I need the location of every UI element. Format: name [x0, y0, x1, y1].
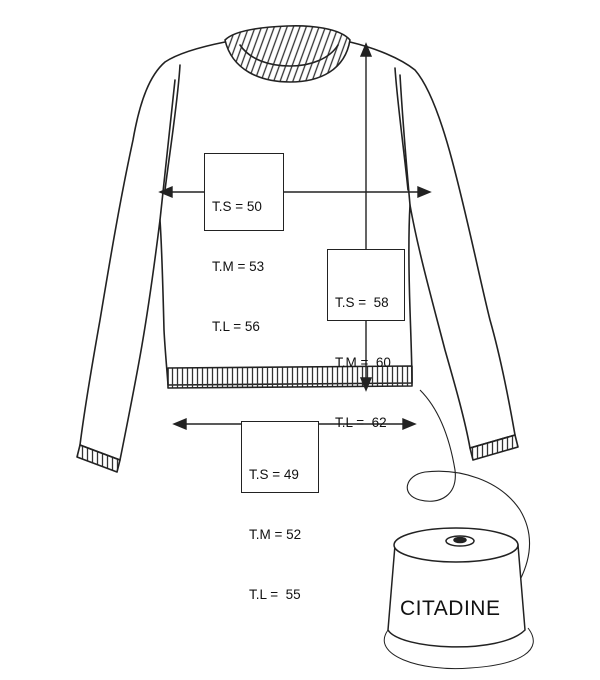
arrow-head-icon	[417, 185, 432, 199]
yarn-strand	[406, 389, 531, 581]
hem-width-size-m: T.M = 52	[249, 527, 302, 542]
arrow-head-icon	[172, 417, 187, 431]
chest-width-size-l: T.L = 56	[212, 319, 260, 334]
body-length-measurement-box: T.S = 58 T.M = 60 T.L = 62	[327, 249, 405, 430]
yarn-cone-icon	[383, 527, 534, 670]
measurement-lines	[158, 42, 432, 431]
hem-width-size-l: T.L = 55	[249, 587, 301, 602]
hem-width-measurement-box: T.S = 49 T.M = 52 T.L = 55	[241, 421, 319, 602]
body-length-size-s: T.S = 58	[335, 295, 389, 310]
chest-width-size-m: T.M = 53	[212, 259, 265, 274]
body-length-size-l: T.L = 62	[335, 415, 387, 430]
arrow-head-icon	[359, 42, 373, 57]
body-length-size-m: T.M = 60	[335, 355, 391, 370]
sweater-icon	[76, 25, 519, 473]
arrow-head-icon	[359, 377, 373, 392]
arrow-head-icon	[402, 417, 417, 431]
chest-width-size-s: T.S = 50	[212, 199, 262, 214]
chest-width-measurement-box: T.S = 50 T.M = 53 T.L = 56	[204, 153, 284, 334]
hem-width-size-s: T.S = 49	[249, 467, 299, 482]
yarn-brand-label: CITADINE	[400, 597, 501, 620]
arrow-head-icon	[158, 185, 173, 199]
